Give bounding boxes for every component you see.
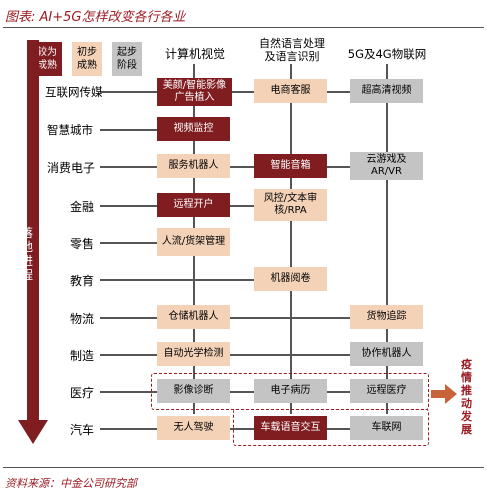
row-label-city: 智慧城市 [47, 123, 93, 137]
column-header-nlp-line1: 自然语言处理 [259, 37, 325, 50]
cell-auto-nlp: 车载语音交互 [254, 416, 327, 440]
row-label-consumer: 消费电子 [47, 161, 96, 175]
cell-medical-iot: 远程医疗 [350, 379, 423, 403]
row-line-education [100, 279, 290, 281]
row-line-retail [100, 242, 193, 244]
cell-city-cv: 视频监控 [157, 117, 230, 141]
cell-finance-cv: 远程开户 [157, 193, 230, 217]
column-header-nlp: 自然语言处理 及语言识别 [252, 37, 332, 63]
column-header-cv: 计算机视觉 [164, 47, 225, 61]
epidemic-label: 疫情推动发展 [461, 358, 472, 436]
cell-logistics-cv: 仓储机器人 [157, 305, 230, 329]
cell-logistics-iot: 货物追踪 [350, 305, 423, 329]
cell-retail-cv: 人流/货架管理 [157, 228, 230, 256]
row-line-consumer [100, 166, 386, 168]
row-label-medical: 医疗 [70, 386, 95, 400]
row-line-manufacturing [100, 354, 386, 356]
cell-medical-cv: 影像诊断 [157, 379, 230, 403]
row-label-logistics: 物流 [70, 312, 95, 326]
row-line-auto [100, 428, 386, 430]
auto-dashed-region [233, 409, 429, 446]
column-header-iot: 5G及4G物联网 [347, 47, 427, 61]
chart-title: 图表: AI+5G怎样改变各行各业 [5, 10, 186, 25]
cell-auto-cv: 无人驾驶 [157, 416, 230, 440]
source-rule [3, 467, 484, 468]
row-label-media: 互联网传媒 [45, 85, 103, 99]
row-line-city [100, 129, 193, 131]
column-line-iot [386, 64, 388, 414]
cell-manufacturing-iot: 协作机器人 [350, 342, 423, 366]
cell-education-nlp: 机器阅卷 [254, 267, 327, 291]
row-line-media [100, 91, 386, 93]
cell-consumer-nlp: 智能音箱 [254, 154, 327, 178]
row-label-education: 教育 [70, 274, 95, 288]
cell-manufacturing-cv: 自动光学检测 [157, 342, 230, 366]
cell-consumer-cv: 服务机器人 [157, 154, 230, 178]
progress-arrow [18, 40, 48, 444]
legend-early: 初步成熟 [72, 42, 102, 76]
row-label-manufacturing: 制造 [70, 349, 95, 363]
legend-starting: 起步阶段 [112, 42, 142, 76]
row-label-retail: 零售 [70, 237, 95, 251]
cell-auto-iot: 车联网 [350, 416, 423, 440]
cell-media-cv: 美颜/智能影像广告植入 [157, 78, 232, 106]
column-header-nlp-line2: 及语言识别 [264, 50, 320, 63]
cell-media-nlp: 电商客服 [254, 79, 327, 103]
epidemic-arrow-icon [431, 384, 457, 404]
column-line-nlp [290, 64, 292, 414]
cell-finance-nlp: 风控/文本审核/RPA [254, 189, 327, 221]
cell-media-iot: 超高清视频 [350, 79, 423, 103]
progress-arrow-label: 落地进程 [20, 226, 33, 282]
row-label-finance: 金融 [70, 200, 95, 214]
source-note: 资料来源：中金公司研究部 [5, 477, 137, 490]
title-rule [3, 27, 484, 28]
row-line-medical [100, 391, 386, 393]
row-line-logistics [100, 317, 386, 319]
cell-consumer-iot: 云游戏及AR/VR [350, 152, 423, 180]
row-label-auto: 汽车 [70, 423, 95, 437]
cell-medical-nlp: 电子病历 [254, 379, 327, 403]
